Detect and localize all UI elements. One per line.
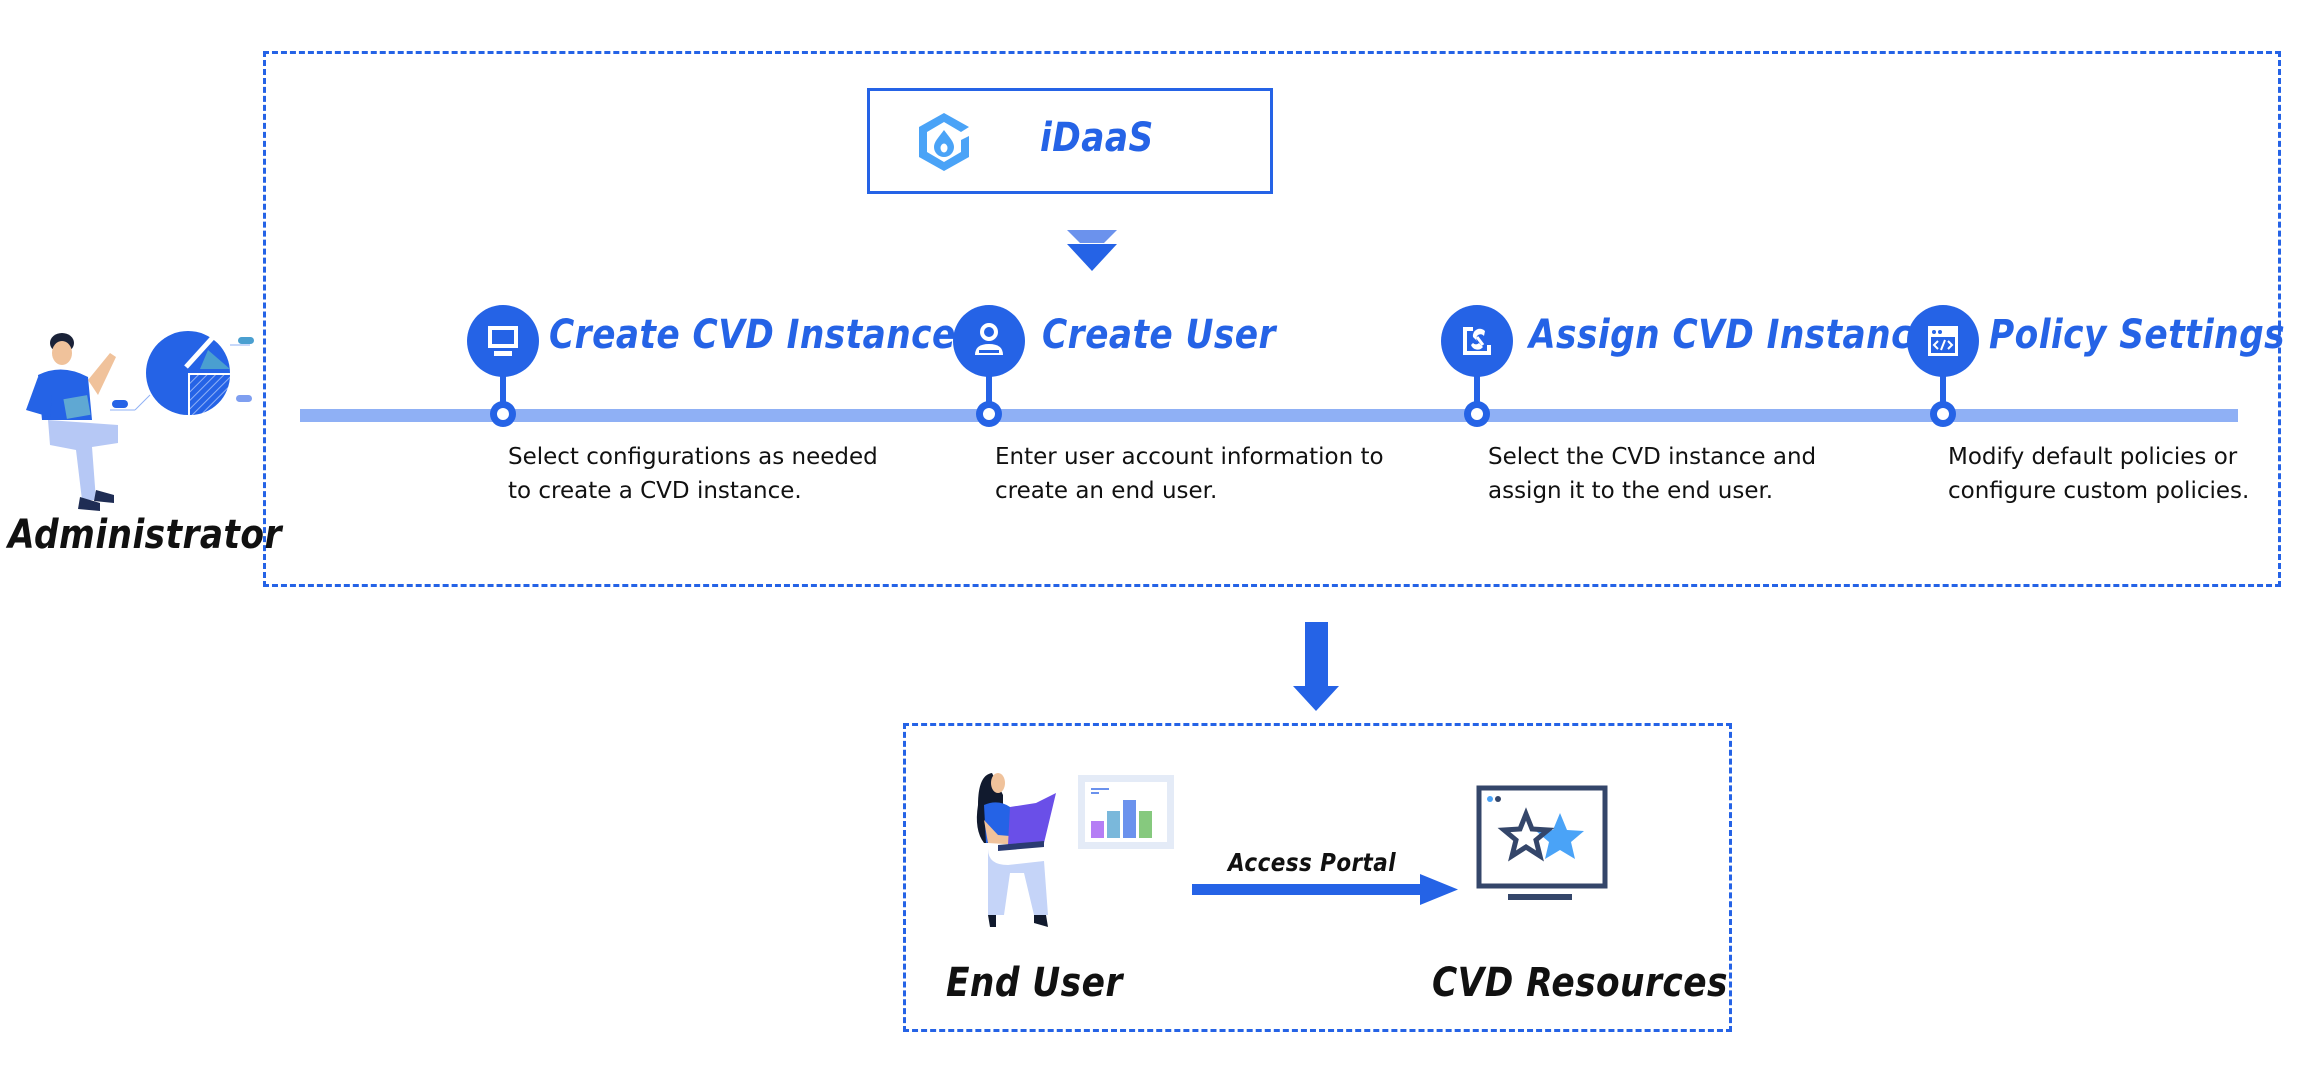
step-stem [986,375,992,411]
access-portal-label: Access Portal [1228,848,1397,877]
administrator-figure [26,333,118,511]
step-icon-circle [953,305,1025,377]
step-description: Enter user account information to create… [995,444,1384,504]
idaas-box: iDaaS [867,88,1273,194]
step-title: Policy Settings [1989,312,2286,358]
end-user-label: End User [946,960,1123,1006]
step-icon-circle [1907,305,1979,377]
step-stem [1940,375,1946,411]
administrator-label: Administrator [8,512,282,558]
assign-link-icon [1463,327,1491,355]
cvd-resources-label: CVD Resources [1432,960,1728,1006]
idaas-hexagon-logo-icon [919,113,969,171]
step-icon-circle [467,305,539,377]
pie-chart-icon [110,331,254,415]
step-title: Assign CVD Instance [1529,312,1936,358]
code-window-icon [1928,326,1958,356]
timeline-node [1930,401,1956,427]
step-description: Select configurations as needed to creat… [508,444,878,504]
step-description: Modify default policies or configure cus… [1948,444,2250,504]
step-stem [1474,375,1480,411]
timeline-node [976,401,1002,427]
timeline-node [490,401,516,427]
timeline-bar [300,409,2238,422]
step-icon-circle [1441,305,1513,377]
step-description: Select the CVD instance and assign it to… [1488,444,1817,504]
admin-workflow-container [263,51,2281,587]
timeline-node [1464,401,1490,427]
administrator-illustration [26,331,254,511]
step-title: Create User [1042,312,1276,358]
monitor-icon [488,326,518,356]
bar-chart-board-icon [1078,775,1174,849]
idaas-label: iDaaS [1040,115,1154,161]
arrow-down-icon [1293,622,1339,711]
chevron-down-arrow-icon [1067,230,1117,271]
step-title: Create CVD Instance [549,312,956,358]
monitor-stars-icon [1476,785,1608,900]
end-user-container [903,723,1732,1032]
end-user-illustration [976,773,1174,927]
woman-with-laptop-figure [976,773,1056,927]
user-icon [975,323,1003,355]
step-stem [500,375,506,411]
access-portal-arrow-icon [1192,874,1458,905]
